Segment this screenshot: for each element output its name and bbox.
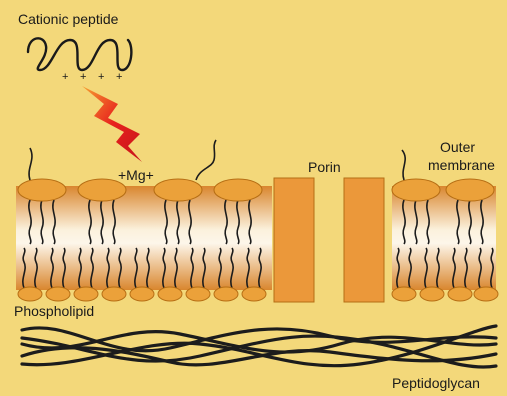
lipid-head-inner [74,287,98,301]
lipid-head-inner [186,287,210,301]
membrane-label: membrane [428,158,495,172]
lipid-head-inner [474,287,498,301]
lipid-head-outer [446,179,494,201]
charge-plus-1: + [62,72,68,83]
cationic-peptide-label: Cationic peptide [18,12,118,26]
charge-plus-3: + [98,72,104,83]
charge-plus-2: + [80,72,86,83]
lipid-head-inner [130,287,154,301]
lipid-head-inner [392,287,416,301]
porin-block-left [274,178,314,302]
lipid-head-inner [102,287,126,301]
outer-label: Outer [440,140,475,154]
lipid-head-outer [392,179,440,201]
charge-plus-4: + [116,72,122,83]
mg-label: +Mg+ [118,168,154,182]
porin-block-right [344,178,384,302]
lipid-head-inner [158,287,182,301]
lipid-head-inner [18,287,42,301]
lipid-head-outer [214,179,262,201]
lipid-head-inner [448,287,472,301]
lipid-head-inner [214,287,238,301]
phospholipid-label: Phospholipid [14,304,94,318]
porin-label: Porin [308,160,341,174]
lipid-head-inner [46,287,70,301]
peptidoglycan-label: Peptidoglycan [392,376,480,390]
lipid-head-inner [420,287,444,301]
lipid-head-outer [154,179,202,201]
lipid-head-inner [242,287,266,301]
lipid-head-outer [18,179,66,201]
